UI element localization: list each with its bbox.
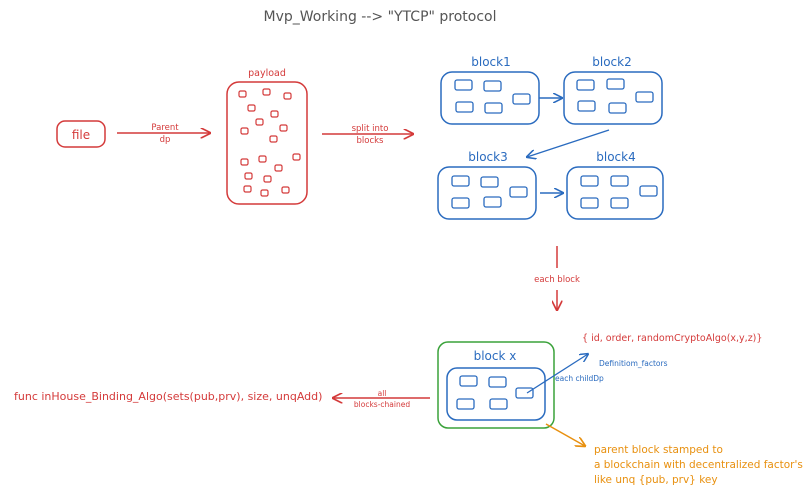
block-chunk <box>451 175 470 187</box>
payload-chunk <box>240 158 249 166</box>
arrow-label-parent: Parent <box>151 123 179 133</box>
block4-label: block4 <box>596 150 635 164</box>
payload-chunk <box>240 127 249 135</box>
payload-chunk <box>260 189 269 197</box>
block-chunk <box>608 102 627 114</box>
payload-chunk <box>281 186 290 194</box>
block-chunk <box>610 197 629 209</box>
payload-chunk <box>238 90 247 98</box>
block4-box <box>566 166 664 220</box>
block2-chunks <box>576 78 654 114</box>
block2-label: block2 <box>592 55 631 69</box>
block1-chunks <box>454 79 531 114</box>
block-chunk <box>580 197 599 209</box>
arrow-label-blocks-chained: blocks-chained <box>354 400 410 409</box>
block-chunk <box>489 398 508 410</box>
binding-algo-label: func inHouse_Binding_Algo(sets(pub,prv),… <box>14 390 322 403</box>
block-chunk <box>483 196 502 208</box>
parent-stamped-line2: a blockchain with decentralized factor's <box>594 459 803 471</box>
block-chunk <box>606 78 625 90</box>
payload-chunk <box>263 175 272 183</box>
block-chunk <box>576 79 595 91</box>
block-chunk <box>451 197 470 209</box>
block4-chunks <box>580 175 658 209</box>
block-x-outer-box <box>437 341 555 429</box>
diagram-title: Mvp_Working --> "YTCP" protocol <box>263 9 496 25</box>
payload-chunk <box>243 185 252 193</box>
payload-chunks <box>238 88 301 197</box>
block-chunk <box>509 186 528 198</box>
arrow-label-split: split into <box>352 124 389 134</box>
payload-chunk <box>247 104 256 112</box>
block3-chunks <box>451 175 528 209</box>
payload-chunk <box>262 88 271 96</box>
payload-chunk <box>255 118 264 126</box>
block-chunk <box>577 100 596 112</box>
each-child-label: each childDp <box>555 374 604 383</box>
block-chunk <box>454 79 473 91</box>
block-chunk <box>480 176 499 188</box>
arrow-label-blocks: blocks <box>357 136 385 146</box>
payload-chunk <box>279 124 288 132</box>
block-chunk <box>635 91 654 103</box>
payload-box <box>226 81 308 205</box>
block-chunk <box>488 376 507 388</box>
block-x-chunks <box>456 375 534 410</box>
payload-chunk <box>269 135 278 143</box>
arrow-label-each-block: each block <box>534 275 580 285</box>
file-box <box>56 120 106 148</box>
parent-stamped-line3: like unq {pub, prv} key <box>594 474 718 486</box>
block-chunk <box>580 175 599 187</box>
file-label: file <box>72 128 90 142</box>
payload-chunk <box>292 153 301 161</box>
block-chunk <box>515 387 534 399</box>
block1-label: block1 <box>471 55 510 69</box>
arrow-child-to-definition <box>526 354 588 394</box>
block-chunk <box>484 102 503 114</box>
payload-chunk <box>244 172 253 180</box>
block2-box <box>563 71 663 125</box>
block-x-fields: { id, order, randomCryptoAlgo(x,y,z)} <box>582 333 762 344</box>
block-chunk <box>483 80 502 92</box>
arrow-label-dp: dp <box>160 135 171 145</box>
payload-chunk <box>274 164 283 172</box>
payload-chunk <box>270 110 279 118</box>
block-chunk <box>459 375 478 387</box>
block-chunk <box>512 93 531 105</box>
definition-factors-label: Definitiom_factors <box>599 359 668 368</box>
arrow-label-all: all <box>378 389 387 398</box>
payload-chunk <box>258 155 267 163</box>
block-chunk <box>610 175 629 187</box>
arrow-block-x-to-blockchain <box>545 423 585 446</box>
parent-stamped-line1: parent block stamped to <box>594 444 723 456</box>
block3-label: block3 <box>468 150 507 164</box>
payload-label: payload <box>248 68 286 79</box>
block-x-label: block x <box>474 349 517 363</box>
block-x-inner-box <box>446 367 546 421</box>
block-chunk <box>455 101 474 113</box>
arrow-block2-to-block3 <box>527 129 610 157</box>
payload-chunk <box>283 92 292 100</box>
block-chunk <box>456 398 475 410</box>
block-chunk <box>639 185 658 197</box>
block3-box <box>437 166 537 220</box>
